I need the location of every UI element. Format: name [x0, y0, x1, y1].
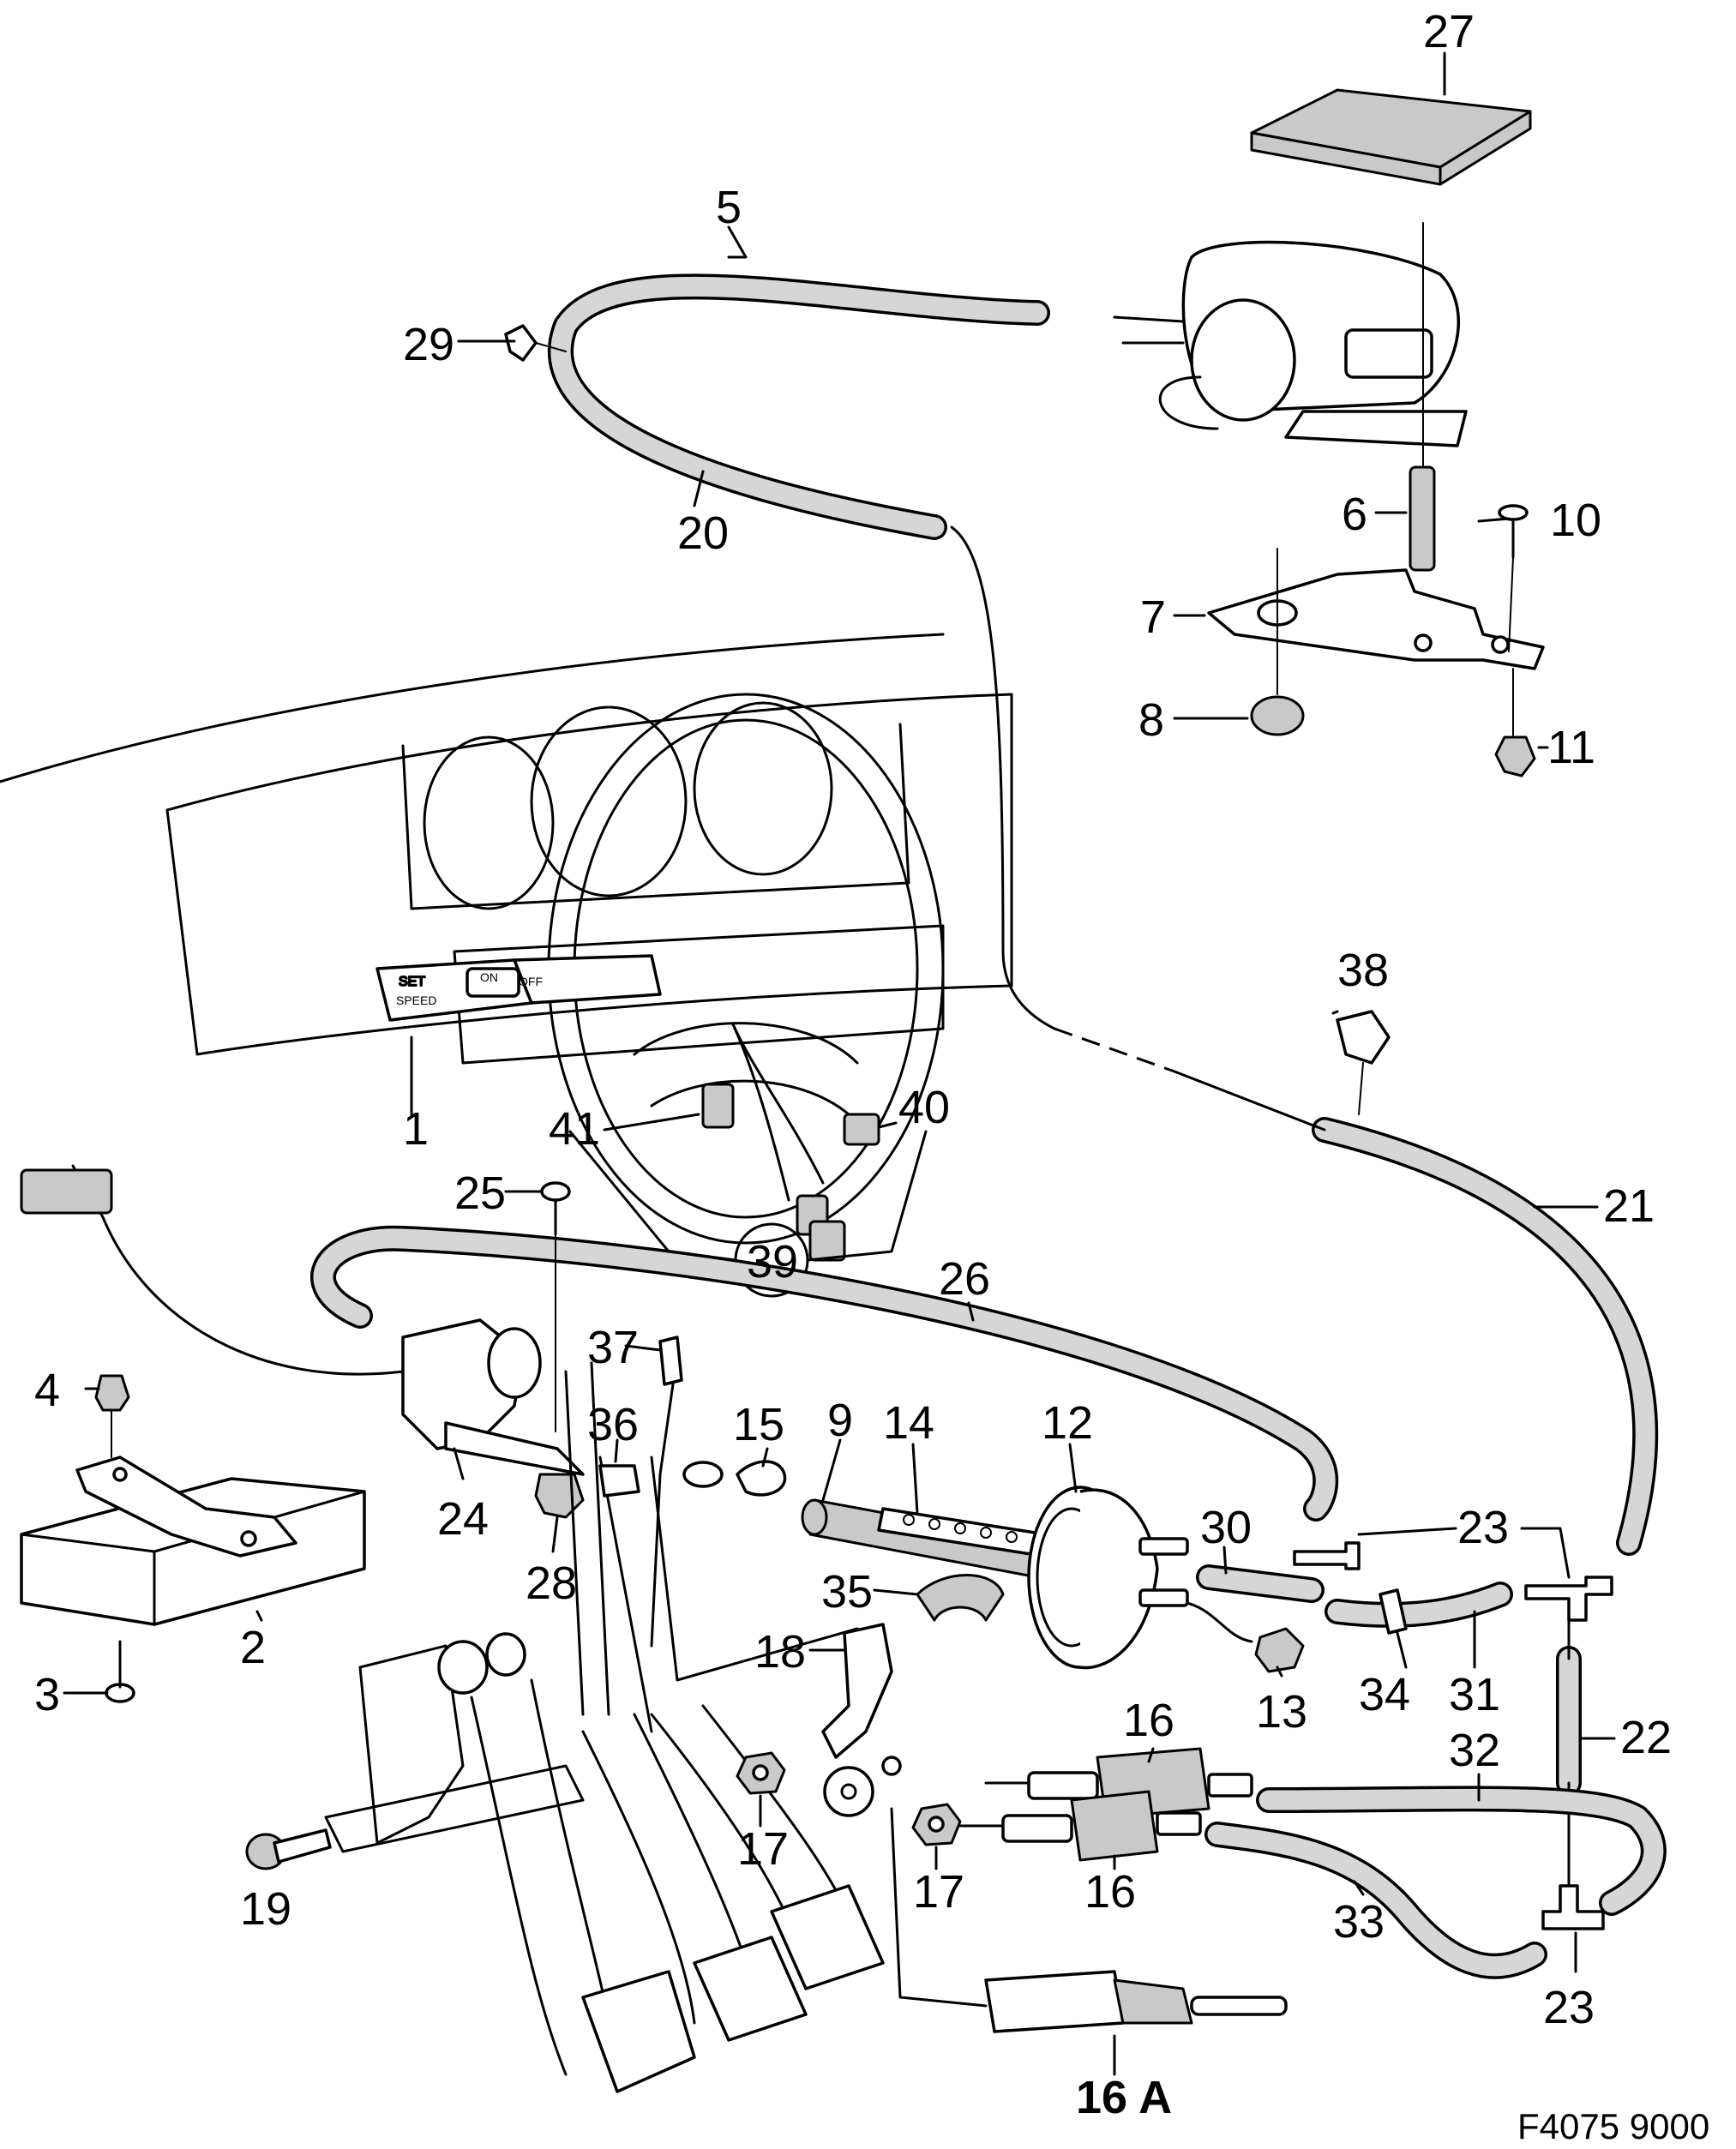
cruise-switch-stalk: SET SPEED ON OFF	[375, 954, 662, 1022]
callout-32: 32	[1449, 1725, 1500, 1776]
clip-35	[916, 1574, 1005, 1622]
harness-connector	[20, 1168, 113, 1215]
stalk-speed-marking: SPEED	[396, 993, 436, 1007]
callout-2: 2	[240, 1622, 266, 1673]
callout-14: 14	[883, 1397, 934, 1449]
bolt-19	[245, 1828, 332, 1870]
callout-3: 3	[34, 1669, 60, 1720]
callout-36: 36	[587, 1399, 639, 1450]
callout-9: 9	[827, 1395, 853, 1446]
callout-15: 15	[733, 1399, 784, 1450]
callout-27: 27	[1423, 6, 1475, 57]
callout-23-a: 23	[1457, 1502, 1509, 1553]
callout-18: 18	[754, 1626, 806, 1678]
callout-39: 39	[747, 1236, 798, 1288]
vacuum-hose-21	[1173, 1070, 1659, 1556]
clip-4	[94, 1374, 130, 1458]
nut-17b	[911, 1803, 962, 1846]
screw-10	[1498, 504, 1529, 652]
hose-clip-38	[1336, 1010, 1391, 1115]
callout-labels: 27 5 29 20 6 10 7 8 11 38 1 41 40 21 25 …	[34, 6, 1709, 2146]
callout-16-b: 16	[1084, 1866, 1136, 1918]
grommet	[1250, 695, 1305, 736]
callout-11: 11	[1547, 722, 1595, 773]
hose-31	[1325, 1582, 1513, 1628]
wiring-connectors	[568, 1023, 928, 1298]
t-piece-23c	[1541, 1884, 1605, 1930]
callout-40: 40	[898, 1082, 950, 1133]
clamp-34	[1379, 1588, 1408, 1635]
callout-20: 20	[677, 507, 729, 559]
callout-28: 28	[526, 1558, 577, 1609]
callout-37: 37	[587, 1322, 639, 1373]
callout-12: 12	[1042, 1397, 1093, 1449]
callout-38: 38	[1337, 945, 1389, 996]
stalk-on-marking: ON	[480, 970, 498, 984]
callout-25: 25	[454, 1168, 506, 1219]
callout-7: 7	[1140, 591, 1166, 643]
callout-31: 31	[1449, 1669, 1500, 1720]
callout-4: 4	[34, 1365, 60, 1416]
screw-3	[105, 1640, 135, 1703]
callout-35: 35	[821, 1566, 873, 1618]
callout-33: 33	[1333, 1896, 1385, 1948]
callout-41: 41	[549, 1103, 600, 1155]
vacuum-valve-24	[71, 1164, 585, 1476]
screw-25	[540, 1181, 571, 1432]
hose-32	[1256, 1786, 1667, 1916]
vacuum-hose-20	[548, 273, 1175, 1073]
callout-8: 8	[1138, 694, 1164, 746]
callout-13: 13	[1256, 1686, 1307, 1738]
bracket-18	[821, 1623, 902, 1817]
hose-30	[1196, 1564, 1325, 1603]
vacuum-servo	[1027, 1486, 1253, 1670]
pedal-assembly	[324, 1361, 885, 2093]
callout-19: 19	[240, 1883, 291, 1935]
control-unit	[20, 1456, 366, 1626]
vacuum-hose-26	[310, 1225, 1339, 1522]
release-valve-16b	[941, 1790, 1202, 1862]
leader-lines	[63, 51, 1616, 2076]
cable-end-37	[650, 1336, 683, 1648]
vacuum-pump	[1113, 240, 1468, 447]
callout-30: 30	[1200, 1502, 1252, 1553]
nut-13	[1254, 1627, 1305, 1673]
callout-17-a: 17	[737, 1823, 789, 1875]
callout-6: 6	[1342, 489, 1367, 540]
dashboard-outline	[0, 633, 1013, 1065]
callout-23-b: 23	[1543, 1982, 1595, 2033]
callout-10: 10	[1550, 495, 1601, 546]
hose-clip-29	[504, 324, 567, 362]
hose-33	[1204, 1822, 1547, 1979]
callout-16-a: 16	[1123, 1695, 1174, 1746]
callout-22: 22	[1620, 1712, 1672, 1763]
stalk-set-marking: SET	[399, 975, 425, 989]
callout-5: 5	[716, 182, 742, 233]
stalk-off-marking: OFF	[519, 975, 543, 988]
clip-15	[682, 1460, 787, 1497]
callout-17-b: 17	[913, 1866, 964, 1918]
mounting-bracket	[1207, 548, 1545, 695]
callout-21: 21	[1603, 1180, 1655, 1232]
callout-29: 29	[403, 319, 454, 370]
sensor	[1409, 222, 1436, 572]
callout-34: 34	[1359, 1669, 1410, 1720]
t-piece-23b	[1524, 1576, 1613, 1622]
callout-1: 1	[403, 1103, 429, 1155]
t-piece-23a	[1293, 1541, 1361, 1570]
figure-number: F4075 9000	[1517, 2106, 1709, 2146]
brake-switch-16A	[890, 1807, 1288, 2033]
filter-pad	[1250, 88, 1532, 186]
callout-16A: 16 A	[1076, 2072, 1172, 2123]
retainer-28	[534, 1473, 585, 1519]
callout-24: 24	[437, 1493, 489, 1545]
clip-36	[598, 1464, 640, 1498]
nut-11	[1494, 668, 1536, 777]
nut-17a	[736, 1751, 786, 1795]
callout-26: 26	[939, 1253, 990, 1305]
